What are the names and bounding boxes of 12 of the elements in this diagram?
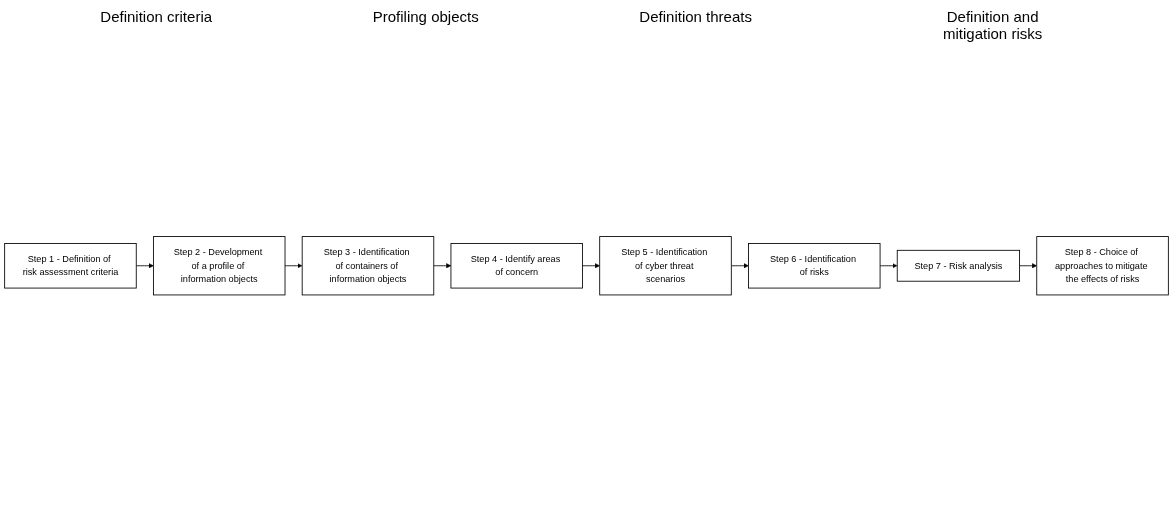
column-heading: Definition criteria <box>100 8 213 27</box>
node-box: Step 5 - Identification of cyber threat scenarios <box>599 236 732 296</box>
column-heading: Definition threats <box>639 8 752 27</box>
node-box: Step 6 - Identification of risks <box>748 243 881 289</box>
column-heading: Definition and mitigation risks <box>942 8 1044 42</box>
node-box: Step 2 - Development of a profile of information objects <box>153 236 286 296</box>
column-heading: Profiling objects <box>372 8 479 27</box>
node-box: Step 3 - Identification of containers of information objects <box>301 236 435 296</box>
node-box: Step 7 - Risk analysis <box>896 250 1020 282</box>
node-box: Step 1 - Definition of risk assessment criteria <box>4 243 137 289</box>
node-box: Step 4 - Identify areas of concern <box>450 243 583 289</box>
node-box: Step 8 - Choice of approaches to mitigate the effects of risks <box>1036 236 1169 296</box>
